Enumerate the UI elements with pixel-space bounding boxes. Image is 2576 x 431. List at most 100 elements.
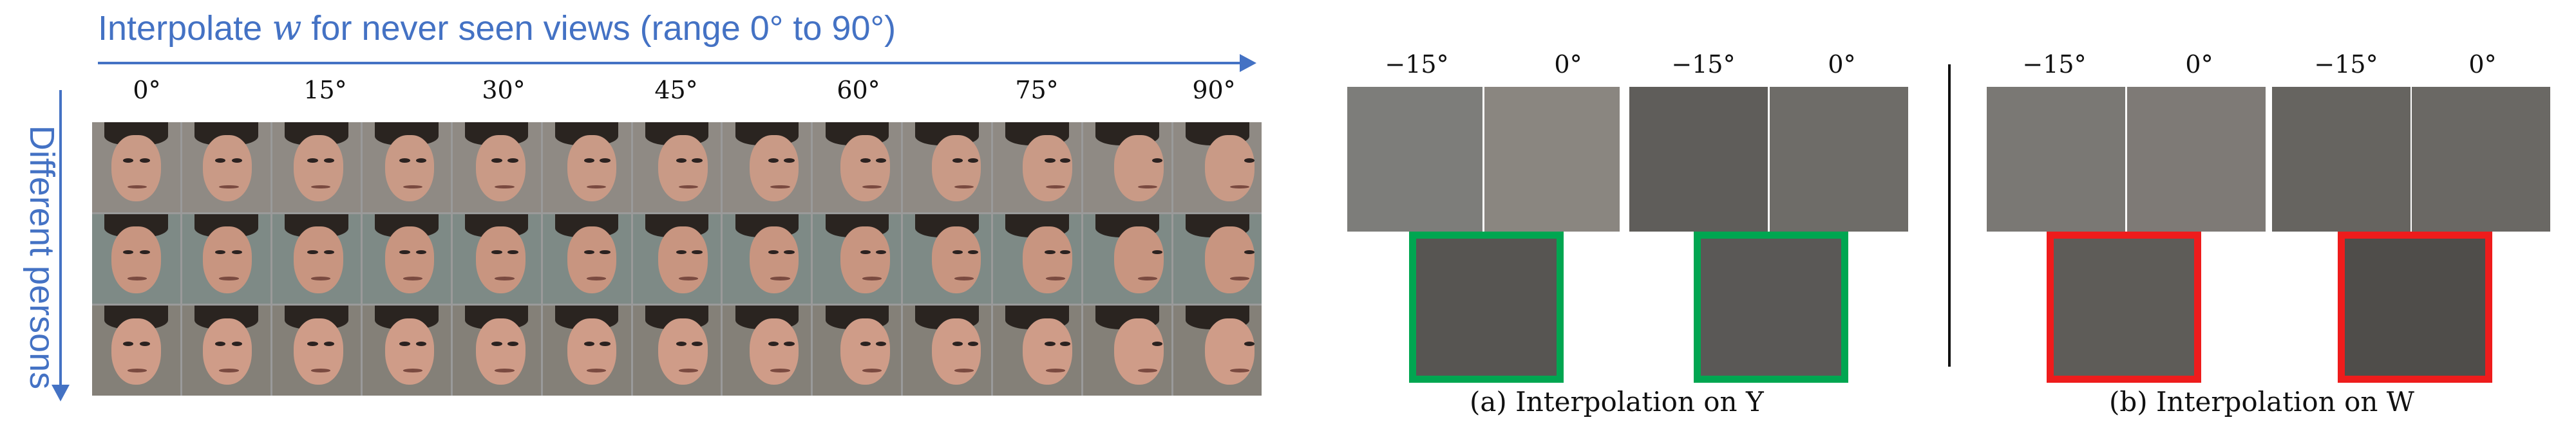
face-mouth [311, 277, 331, 280]
face-eye [768, 250, 779, 255]
angle-label: 0° [1554, 50, 1582, 78]
face-eye [1151, 158, 1163, 163]
face-eye [139, 250, 151, 255]
angle-label: −15° [2022, 50, 2087, 78]
face-head [202, 318, 252, 385]
face-mouth [1138, 369, 1158, 372]
face-eye [1059, 342, 1071, 347]
face-mouth [1046, 277, 1066, 280]
horizontal-arrow [98, 54, 1256, 72]
face-eye [139, 158, 151, 163]
face-eye [784, 342, 795, 347]
face-mouth [1229, 369, 1249, 372]
face-thumbnail [903, 214, 992, 304]
face-thumbnail [182, 306, 270, 396]
face-mouth [587, 277, 607, 280]
face-eye [323, 158, 335, 163]
angle-label: 90° [1192, 76, 1236, 104]
face-mouth [770, 369, 790, 372]
face-thumbnail [182, 122, 270, 212]
face-mouth [862, 369, 882, 372]
face-eye [676, 342, 687, 347]
face-photo [2272, 87, 2410, 232]
face-head [476, 226, 526, 293]
face-eye [122, 250, 134, 255]
face-mouth [587, 185, 607, 189]
face-eye [583, 250, 594, 255]
face-head [567, 318, 617, 385]
face-mouth [127, 369, 147, 372]
face-mouth [127, 185, 147, 189]
angle-label: 0° [2468, 50, 2497, 78]
face-head [202, 226, 252, 293]
face-head [111, 318, 161, 385]
caption-a: (a) Interpolation on Y [1470, 386, 1764, 417]
face-head [111, 226, 161, 293]
panel-divider [1948, 64, 1951, 367]
face-mouth [587, 369, 607, 372]
face-head [1023, 318, 1072, 385]
angle-label: 45° [654, 76, 698, 104]
face-mouth [862, 277, 882, 280]
left-panel-title: Interpolate w for never seen views (rang… [98, 8, 896, 48]
face-thumbnail [362, 122, 451, 212]
face-eye [491, 342, 502, 347]
face-eye [323, 250, 335, 255]
angle-label: −15° [1385, 50, 1449, 78]
face-eye [876, 250, 887, 255]
face-thumbnail [362, 306, 451, 396]
face-eye [415, 342, 427, 347]
face-head [567, 134, 617, 201]
face-head [840, 318, 890, 385]
face-photo [1987, 87, 2125, 232]
face-eye [231, 342, 243, 347]
face-mouth [495, 369, 515, 372]
interpolated-result-box [2338, 232, 2492, 383]
face-eye [215, 250, 226, 255]
face-thumbnail [452, 122, 541, 212]
face-mouth [678, 185, 698, 189]
face-head [567, 226, 617, 293]
face-eye [399, 342, 410, 347]
face-thumbnail [542, 214, 631, 304]
face-eye [967, 158, 979, 163]
face-eye [583, 342, 594, 347]
face-thumbnail [1083, 306, 1172, 396]
angle-label: 30° [482, 76, 526, 104]
face-photo [2345, 239, 2485, 376]
face-mouth [1229, 277, 1249, 280]
face-thumbnail [1173, 122, 1262, 212]
face-photo [2054, 239, 2194, 376]
face-head [931, 226, 981, 293]
face-photo [1416, 239, 1557, 376]
face-head [1023, 134, 1072, 201]
angle-label: 75° [1015, 76, 1059, 104]
face-thumbnail [993, 306, 1082, 396]
face-mouth [770, 185, 790, 189]
face-thumbnail [272, 214, 361, 304]
face-eye [600, 158, 611, 163]
face-thumbnail [723, 306, 811, 396]
face-thumbnail [452, 214, 541, 304]
face-eye [1045, 342, 1056, 347]
face-photo [1484, 87, 1620, 232]
face-thumbnail [92, 214, 180, 304]
title-suffix: for never seen views (range 0° to 90°) [301, 9, 896, 48]
face-mouth [219, 277, 239, 280]
title-prefix: Interpolate [98, 9, 272, 48]
face-eye [583, 158, 594, 163]
face-thumbnail [813, 306, 902, 396]
face-thumbnail [1173, 214, 1262, 304]
face-mouth [311, 369, 331, 372]
face-photo [1770, 87, 1908, 232]
angle-label: −15° [2314, 50, 2378, 78]
angle-label: 15° [303, 76, 347, 104]
face-eye [122, 342, 134, 347]
face-head [658, 134, 708, 201]
face-eye [876, 158, 887, 163]
face-eye [231, 250, 243, 255]
face-head [1113, 134, 1164, 201]
face-head [1205, 134, 1255, 201]
face-eye [231, 158, 243, 163]
face-eye [215, 158, 226, 163]
